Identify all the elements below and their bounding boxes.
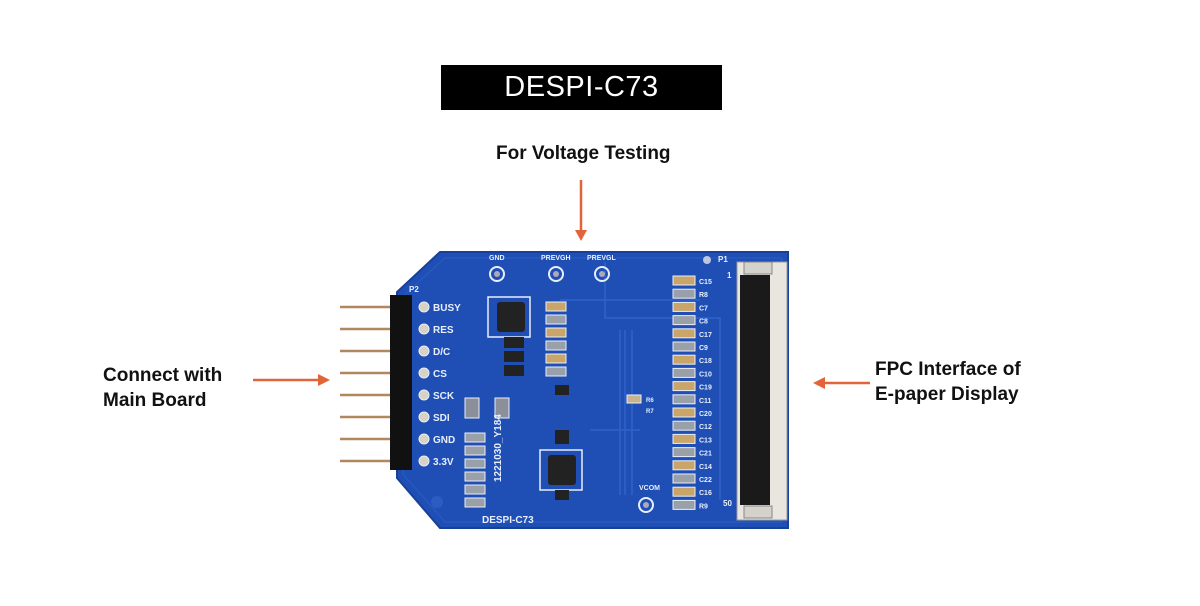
p1-label: P1 [718, 255, 728, 264]
p2-label: P2 [409, 285, 419, 294]
smd-component [672, 394, 696, 405]
component-label: C8 [699, 319, 708, 326]
pin-label: RES [433, 325, 454, 336]
vcom-testpoint [638, 497, 654, 513]
pin-pad [418, 433, 430, 445]
mounting-hole [431, 496, 443, 508]
board-code: 1221030_Y184 [493, 414, 504, 482]
component-label: C7 [699, 305, 708, 312]
smd-component [672, 420, 696, 431]
vcom-label: VCOM [639, 485, 660, 492]
svg-text:R7: R7 [646, 409, 654, 415]
smd-component [672, 499, 696, 510]
inductor-l2 [548, 455, 576, 485]
test-point-label: GND [489, 255, 505, 262]
component-label: C11 [699, 398, 712, 405]
component-label: C10 [699, 371, 712, 378]
smd-component [672, 301, 696, 312]
component-label: C18 [699, 358, 712, 365]
pin-pad [418, 455, 430, 467]
smd-component [672, 341, 696, 352]
fpc-pin-1: 1 [727, 271, 732, 280]
test-point [548, 266, 564, 282]
test-point [489, 266, 505, 282]
smd-component [672, 328, 696, 339]
pin-pad [418, 367, 430, 379]
callout-voltage-testing: For Voltage Testing [496, 143, 671, 164]
pin-label: D/C [433, 347, 450, 358]
pin-label: 3.3V [433, 457, 454, 468]
callout-main-board: Connect with Main Board [103, 363, 222, 413]
callout-line: E-paper Display [875, 384, 1019, 405]
inductor-l1 [497, 302, 525, 332]
header-pins [340, 305, 392, 463]
pin-pad [418, 323, 430, 335]
pin-pad [418, 389, 430, 401]
pin-label: GND [433, 435, 455, 446]
component-label: C9 [699, 345, 708, 352]
component-label: R9 [699, 503, 708, 510]
pin-pad [418, 345, 430, 357]
component-label: R8 [699, 292, 708, 299]
smd-component [672, 367, 696, 378]
callout-line: Main Board [103, 390, 207, 411]
smd-component [672, 275, 696, 286]
svg-text:R6: R6 [646, 398, 654, 404]
component-label: C20 [699, 411, 712, 418]
pin-pad [418, 301, 430, 313]
smd-component [672, 433, 696, 444]
smd-component [672, 315, 696, 326]
component-label: C19 [699, 385, 712, 392]
component-label: C15 [699, 279, 712, 286]
component-label: C13 [699, 437, 712, 444]
component-label: C12 [699, 424, 712, 431]
callout-fpc-interface: FPC Interface of E-paper Display [875, 357, 1021, 407]
pin-label: SCK [433, 391, 455, 402]
smd-component [672, 447, 696, 458]
arrow-head [318, 374, 330, 386]
component-label: C22 [699, 477, 712, 484]
test-point-label: PREVGH [541, 255, 571, 262]
arrow-head [813, 377, 825, 389]
arrow-head [575, 230, 587, 241]
smd-component [672, 407, 696, 418]
fpc-pin-50: 50 [723, 499, 732, 508]
callout-line: Connect with [103, 365, 223, 386]
smd-component [672, 486, 696, 497]
test-point-label: PREVGL [587, 255, 617, 262]
smd-component [672, 288, 696, 299]
component-label: C17 [699, 332, 712, 339]
callout-line: FPC Interface of [875, 359, 1021, 380]
smd-component [672, 460, 696, 471]
pin-header [390, 295, 412, 470]
component-label: C21 [699, 451, 712, 458]
fpc-connector [736, 261, 788, 521]
pcb [396, 251, 789, 529]
smd-component [672, 354, 696, 365]
smd-component [672, 473, 696, 484]
title-banner: DESPI-C73 [441, 65, 722, 110]
pin-pad [418, 411, 430, 423]
pin-label: CS [433, 369, 447, 380]
component-label: C16 [699, 490, 712, 497]
component-label: C14 [699, 464, 712, 471]
board-name-silk: DESPI-C73 [482, 515, 534, 526]
test-point [594, 266, 610, 282]
pin-label: SDI [433, 413, 450, 424]
smd-component [672, 381, 696, 392]
pin-label: BUSY [433, 303, 461, 314]
